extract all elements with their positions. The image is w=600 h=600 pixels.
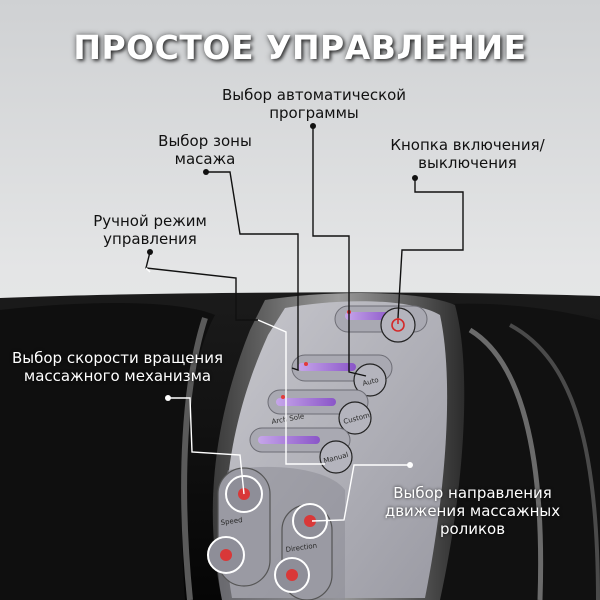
label-zone-select: Выбор зоны масажа bbox=[158, 132, 252, 168]
callout-dots bbox=[147, 123, 418, 468]
label-power-button: Кнопка включения/выключения bbox=[390, 136, 545, 172]
left-housing bbox=[0, 303, 215, 600]
slider-fill-4 bbox=[258, 436, 320, 444]
callout-lines-dark bbox=[145, 126, 464, 377]
auto-button bbox=[353, 363, 387, 397]
label-speed: Выбор скорости вращения массажного механ… bbox=[11, 349, 224, 385]
slider-fill-1 bbox=[345, 312, 393, 320]
page-title: ПРОСТОЕ УПРАВЛЕНИЕ bbox=[73, 28, 527, 67]
svg-text:Speed: Speed bbox=[220, 516, 243, 527]
label-auto-program: Выбор автоматической программы bbox=[221, 86, 407, 122]
right-housing bbox=[430, 303, 600, 600]
label-direction: Выбор направления движения массажных рол… bbox=[384, 484, 561, 538]
manual-button bbox=[319, 440, 353, 474]
slider-fill-2 bbox=[298, 363, 356, 371]
callout-lines-light bbox=[145, 267, 410, 522]
custom-button bbox=[338, 401, 372, 435]
label-manual-mode: Ручной режим управления bbox=[93, 212, 207, 248]
slider-fill-3 bbox=[276, 398, 336, 406]
svg-text:Auto: Auto bbox=[362, 376, 380, 388]
